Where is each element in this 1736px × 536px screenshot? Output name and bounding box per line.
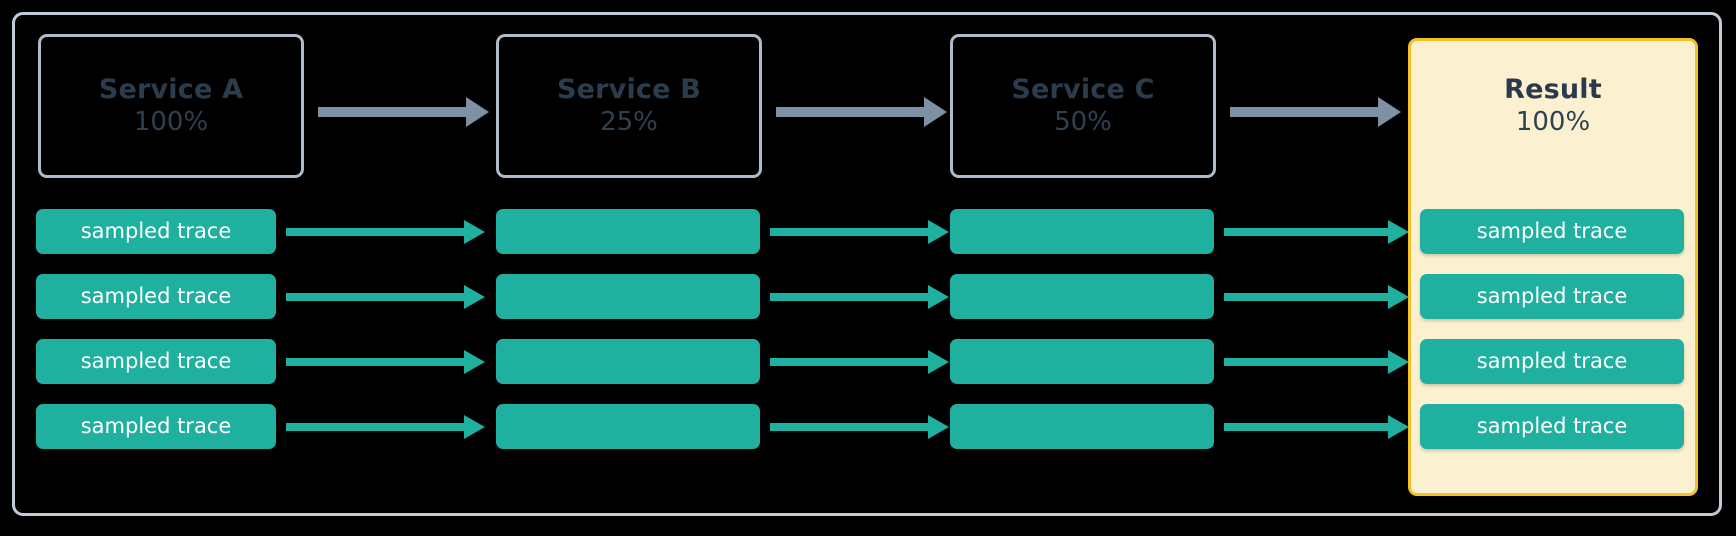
trace-arrow-c-result-3 bbox=[1224, 350, 1410, 374]
trace-bar-b-2[interactable] bbox=[496, 274, 760, 319]
result-header: Result 100% bbox=[1411, 41, 1695, 171]
trace-bar-c-4[interactable] bbox=[950, 404, 1214, 449]
trace-bar-result-3[interactable]: sampled trace bbox=[1420, 339, 1684, 384]
service-arrow-a-to-b bbox=[318, 96, 490, 128]
trace-bar-result-2[interactable]: sampled trace bbox=[1420, 274, 1684, 319]
trace-arrow-b-c-3 bbox=[770, 350, 950, 374]
trace-bar-b-1[interactable] bbox=[496, 209, 760, 254]
service-b-title: Service B bbox=[556, 74, 702, 106]
service-arrow-c-to-result bbox=[1230, 96, 1402, 128]
trace-bar-label: sampled trace bbox=[80, 349, 232, 373]
service-c-title: Service C bbox=[1011, 74, 1155, 106]
service-a-title: Service A bbox=[98, 74, 244, 106]
trace-arrow-a-b-1 bbox=[286, 220, 486, 244]
service-box-a[interactable]: Service A 100% bbox=[38, 34, 304, 178]
service-b-percent: 25% bbox=[600, 106, 658, 137]
trace-bar-c-3[interactable] bbox=[950, 339, 1214, 384]
trace-arrow-c-result-4 bbox=[1224, 415, 1410, 439]
trace-bar-b-3[interactable] bbox=[496, 339, 760, 384]
trace-bar-result-4[interactable]: sampled trace bbox=[1420, 404, 1684, 449]
trace-bar-label: sampled trace bbox=[80, 414, 232, 438]
service-arrow-b-to-c bbox=[776, 96, 948, 128]
trace-arrow-b-c-4 bbox=[770, 415, 950, 439]
result-title: Result bbox=[1504, 74, 1602, 106]
trace-bar-result-1[interactable]: sampled trace bbox=[1420, 209, 1684, 254]
trace-bar-label: sampled trace bbox=[1476, 414, 1628, 438]
trace-bar-a-1[interactable]: sampled trace bbox=[36, 209, 276, 254]
trace-arrow-a-b-3 bbox=[286, 350, 486, 374]
trace-arrow-c-result-1 bbox=[1224, 220, 1410, 244]
service-c-percent: 50% bbox=[1054, 106, 1112, 137]
trace-arrow-a-b-2 bbox=[286, 285, 486, 309]
trace-arrow-b-c-2 bbox=[770, 285, 950, 309]
trace-bar-b-4[interactable] bbox=[496, 404, 760, 449]
trace-bar-c-2[interactable] bbox=[950, 274, 1214, 319]
service-box-c[interactable]: Service C 50% bbox=[950, 34, 1216, 178]
trace-arrow-a-b-4 bbox=[286, 415, 486, 439]
result-percent: 100% bbox=[1515, 106, 1591, 137]
trace-bar-a-3[interactable]: sampled trace bbox=[36, 339, 276, 384]
trace-arrow-b-c-1 bbox=[770, 220, 950, 244]
trace-bar-label: sampled trace bbox=[1476, 219, 1628, 243]
trace-bar-a-2[interactable]: sampled trace bbox=[36, 274, 276, 319]
trace-bar-label: sampled trace bbox=[1476, 284, 1628, 308]
service-a-percent: 100% bbox=[133, 106, 209, 137]
diagram-outer-frame bbox=[12, 12, 1722, 516]
trace-arrow-c-result-2 bbox=[1224, 285, 1410, 309]
service-box-b[interactable]: Service B 25% bbox=[496, 34, 762, 178]
trace-bar-label: sampled trace bbox=[80, 219, 232, 243]
trace-bar-c-1[interactable] bbox=[950, 209, 1214, 254]
trace-bar-label: sampled trace bbox=[1476, 349, 1628, 373]
trace-bar-label: sampled trace bbox=[80, 284, 232, 308]
trace-bar-a-4[interactable]: sampled trace bbox=[36, 404, 276, 449]
